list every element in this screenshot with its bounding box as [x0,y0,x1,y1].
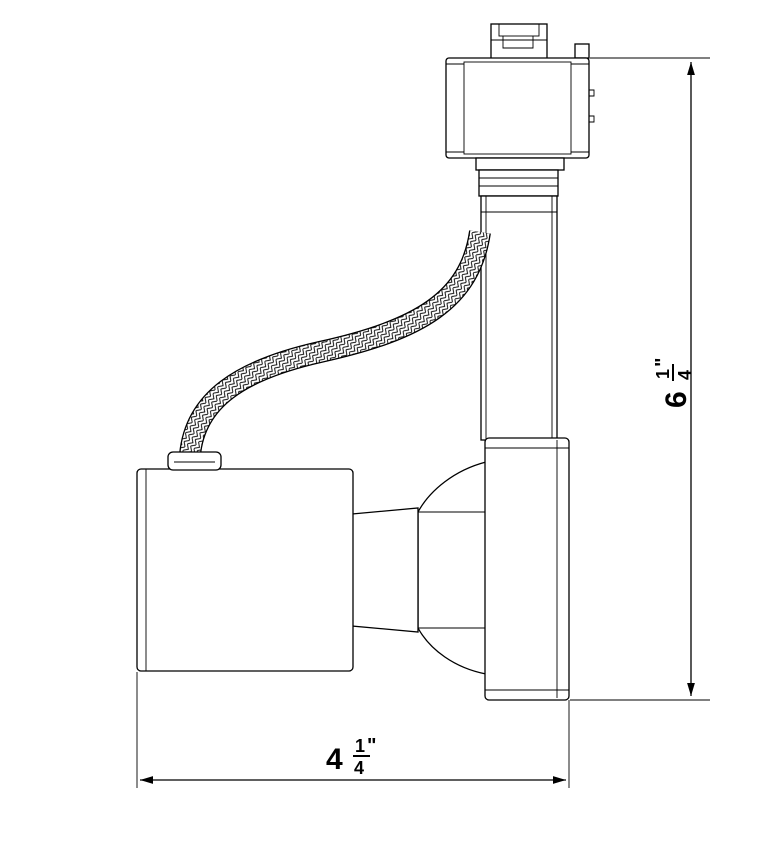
height-dimension [570,57,710,701]
cord-cap [167,451,222,471]
track-adapter [445,23,595,197]
back-plate [484,437,570,701]
lamp-cylinder [136,468,354,672]
reflector-cone [351,461,487,675]
adapter-connector-tab [490,23,548,61]
height-whole: 6 [660,391,693,408]
width-denominator: 4 [354,758,364,778]
width-whole: 4 [326,743,343,776]
height-unit: " [652,358,674,367]
adapter-side-pin [574,43,590,59]
height-denominator: 4 [675,370,695,380]
width-numerator: 1 [355,736,365,756]
width-dimension-label: 4 1 4 " [326,735,376,778]
stem [480,195,558,441]
width-unit: " [367,735,376,757]
adapter-neck [475,157,565,197]
height-numerator: 1 [653,369,673,379]
braided-cord [179,230,491,457]
adapter-body [445,57,595,159]
width-dimension [136,672,570,788]
lamp-head [136,437,570,701]
height-dimension-label: 6 1 4 " [652,358,695,408]
